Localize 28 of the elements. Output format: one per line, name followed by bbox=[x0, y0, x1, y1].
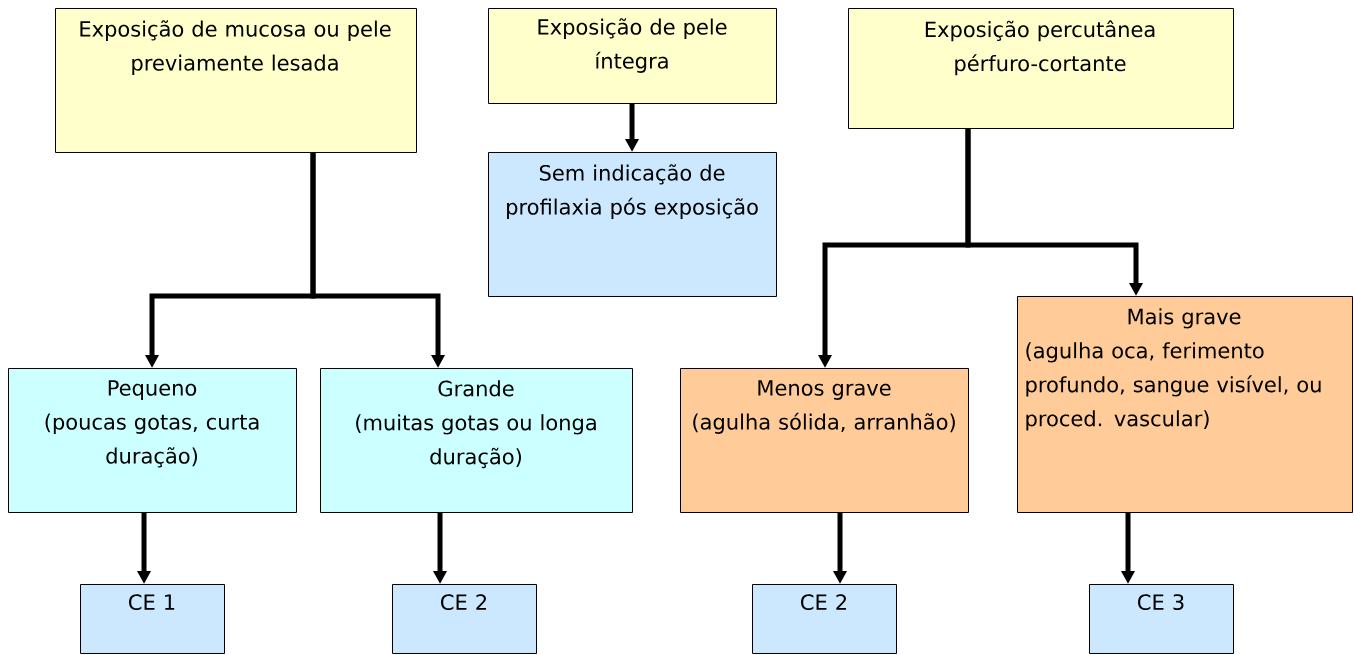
flow-box bbox=[80, 584, 225, 654]
flow-box bbox=[488, 8, 777, 104]
node-label: Exposição de pele íntegra bbox=[538, 18, 727, 73]
flow-box bbox=[8, 368, 297, 513]
node-label: (agulha oca, ferimento profundo, sangue visível, ou proced. vascular) bbox=[1026, 342, 1321, 431]
flow-box bbox=[392, 584, 537, 654]
node-label: Sem indicação de profilaxia pós exposição bbox=[507, 164, 758, 219]
flow-box bbox=[55, 8, 417, 153]
flow-box bbox=[488, 152, 777, 297]
node-label: Mais grave bbox=[1128, 308, 1241, 329]
node-label: Exposição percutânea pérfuro-cortante bbox=[925, 20, 1155, 76]
flow-box bbox=[1089, 584, 1234, 654]
node-label: CE 2 bbox=[801, 594, 847, 611]
flow-box bbox=[848, 8, 1234, 129]
node-label: CE 2 bbox=[441, 594, 487, 611]
node-label: Pequeno bbox=[108, 380, 197, 400]
node-label: (muitas gotas ou longa duração) bbox=[356, 414, 596, 469]
node-label: CE 3 bbox=[1138, 594, 1184, 611]
node-label: (agulha sólida, arranhão) bbox=[693, 412, 955, 434]
flow-box bbox=[680, 368, 969, 513]
node-label: Grande bbox=[438, 380, 514, 397]
flow-box bbox=[1017, 296, 1353, 513]
flow-box bbox=[752, 584, 897, 654]
node-label: Exposição de mucosa ou pele previamente lesada bbox=[80, 20, 391, 75]
flow-box bbox=[320, 368, 633, 513]
node-label: CE 1 bbox=[129, 594, 175, 611]
node-label: (poucas gotas, curta duração) bbox=[45, 413, 259, 468]
node-label: Menos grave bbox=[758, 380, 891, 400]
